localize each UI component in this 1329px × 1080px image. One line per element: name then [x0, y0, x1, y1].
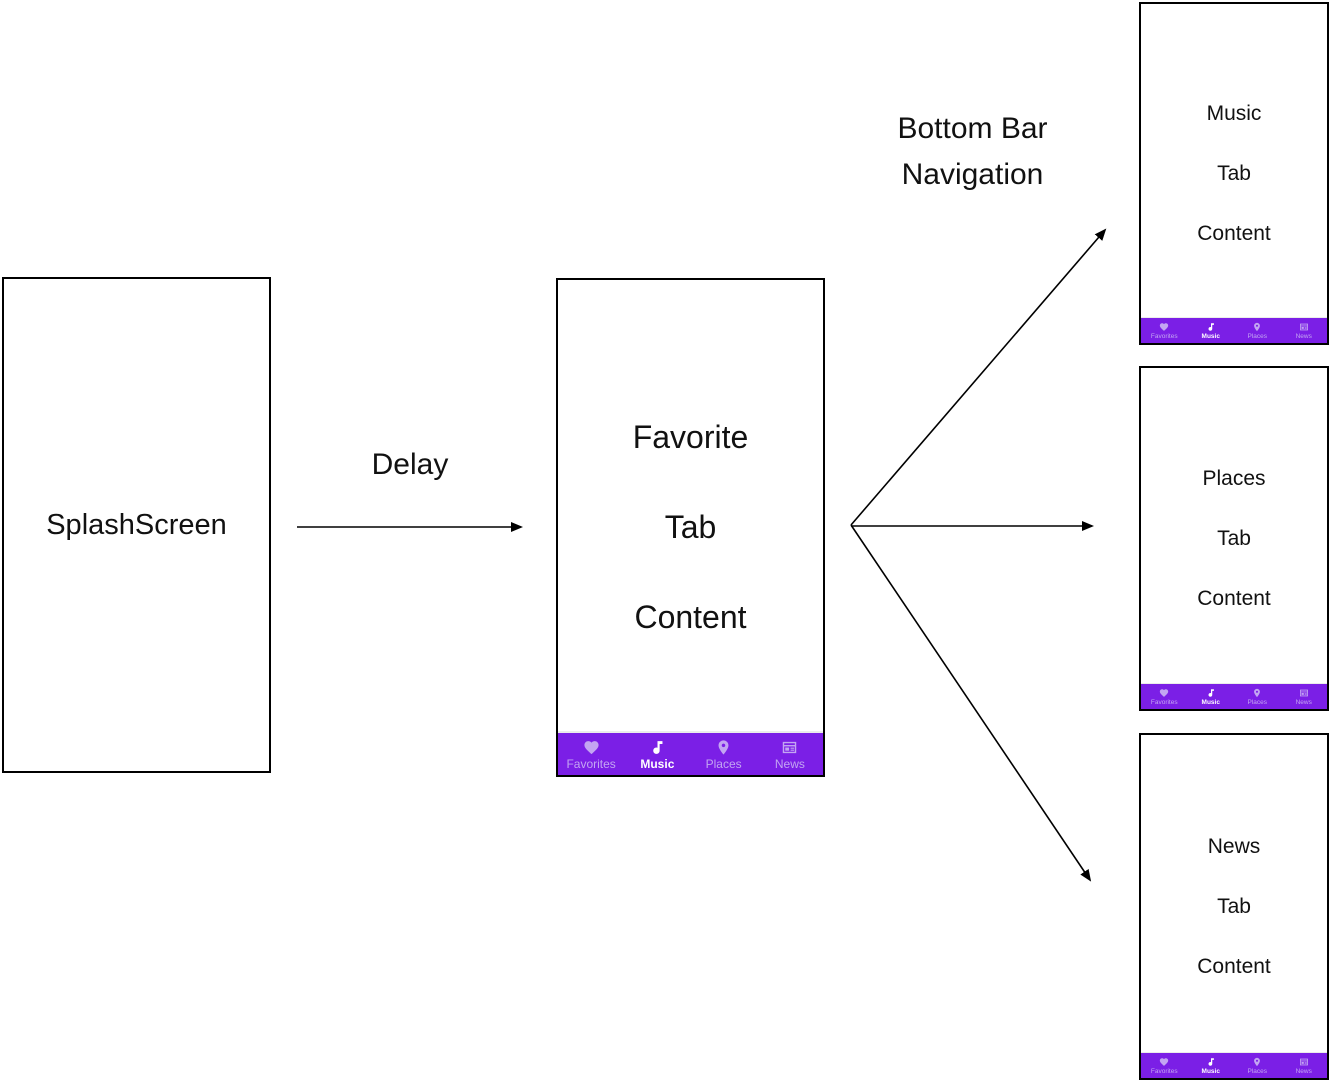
- news-screen-label: News Tab Content: [1197, 802, 1271, 1012]
- newspaper-icon: [1299, 1058, 1308, 1065]
- favorite-line-3: Content: [634, 599, 747, 635]
- tab-news[interactable]: News: [1281, 1053, 1328, 1078]
- bottom-bar-navigation-label-line1: Bottom Bar: [897, 112, 1048, 145]
- tab-label-favorites: Favorites: [566, 756, 616, 771]
- music-line-2: Tab: [1217, 161, 1251, 185]
- place-pin-icon: [718, 739, 729, 755]
- news-line-2: Tab: [1217, 894, 1251, 918]
- tab-label-music: Music: [1201, 1067, 1220, 1075]
- tab-label-favorites: Favorites: [1150, 698, 1178, 706]
- tab-music[interactable]: Music: [624, 733, 690, 775]
- bottom-tab-bar: Favorites Music Places News: [1141, 1053, 1327, 1078]
- bottom-bar-navigation-label: Bottom Bar Navigation: [860, 106, 1085, 198]
- tab-places[interactable]: Places: [1234, 1053, 1281, 1078]
- tab-news[interactable]: News: [1281, 684, 1328, 709]
- bottom-tab-bar: Favorites Music Places News: [1141, 684, 1327, 709]
- fan-arrow-music: [850, 228, 1107, 526]
- tab-label-news: News: [1295, 332, 1312, 340]
- tab-favorites[interactable]: Favorites: [1141, 1053, 1188, 1078]
- favorite-screen: Favorite Tab Content Favorites Music Pla…: [556, 278, 825, 777]
- favorite-line-2: Tab: [664, 509, 717, 545]
- tab-label-favorites: Favorites: [1150, 1067, 1178, 1075]
- music-screen: Music Tab Content Favorites Music Places…: [1139, 2, 1329, 345]
- favorite-line-1: Favorite: [632, 419, 749, 455]
- tab-label-favorites: Favorites: [1150, 332, 1178, 340]
- heart-icon: [1160, 1057, 1169, 1066]
- places-line-3: Content: [1197, 586, 1271, 610]
- news-line-1: News: [1207, 834, 1261, 858]
- heart-icon: [1160, 688, 1169, 697]
- tab-news[interactable]: News: [757, 733, 823, 775]
- place-pin-icon: [1254, 322, 1261, 331]
- heart-icon: [1160, 322, 1169, 331]
- tab-label-news: News: [1295, 1067, 1312, 1075]
- music-line-3: Content: [1197, 221, 1271, 245]
- music-note-icon: [653, 740, 663, 754]
- tab-places[interactable]: Places: [691, 733, 757, 775]
- newspaper-icon: [1299, 689, 1308, 696]
- places-screen-label: Places Tab Content: [1197, 434, 1271, 644]
- bottom-bar-navigation-label-line2: Navigation: [901, 158, 1044, 191]
- tab-places[interactable]: Places: [1234, 684, 1281, 709]
- tab-label-places: Places: [1247, 1067, 1267, 1075]
- tab-label-music: Music: [640, 756, 675, 771]
- news-line-3: Content: [1197, 954, 1271, 978]
- tab-places[interactable]: Places: [1234, 318, 1281, 343]
- places-line-2: Tab: [1217, 526, 1251, 550]
- fan-arrow-news: [850, 524, 1092, 882]
- place-pin-icon: [1254, 688, 1261, 697]
- tab-label-news: News: [774, 756, 805, 771]
- tab-label-places: Places: [705, 756, 742, 771]
- music-line-1: Music: [1206, 101, 1262, 125]
- splash-screen-box: SplashScreen: [2, 277, 271, 773]
- tab-music[interactable]: Music: [1188, 318, 1235, 343]
- tab-label-news: News: [1295, 698, 1312, 706]
- places-line-1: Places: [1202, 466, 1266, 490]
- music-note-icon: [1208, 688, 1214, 697]
- newspaper-icon: [1299, 323, 1308, 330]
- tab-label-music: Music: [1201, 698, 1220, 706]
- delay-label: Delay: [371, 448, 449, 481]
- tab-label-places: Places: [1247, 698, 1267, 706]
- news-screen: News Tab Content Favorites Music Places …: [1139, 733, 1329, 1080]
- tab-favorites[interactable]: Favorites: [1141, 684, 1188, 709]
- tab-favorites[interactable]: Favorites: [558, 733, 624, 775]
- heart-icon: [584, 740, 599, 754]
- tab-label-places: Places: [1247, 332, 1267, 340]
- place-pin-icon: [1254, 1057, 1261, 1066]
- bottom-tab-bar: Favorites Music Places News: [558, 733, 823, 775]
- music-note-icon: [1208, 1057, 1214, 1066]
- tab-music[interactable]: Music: [1188, 684, 1235, 709]
- tab-music[interactable]: Music: [1188, 1053, 1235, 1078]
- music-note-icon: [1208, 322, 1214, 331]
- favorite-screen-label: Favorite Tab Content: [633, 370, 749, 685]
- bottom-tab-bar: Favorites Music Places News: [1141, 318, 1327, 343]
- tab-news[interactable]: News: [1281, 318, 1328, 343]
- tab-favorites[interactable]: Favorites: [1141, 318, 1188, 343]
- places-screen: Places Tab Content Favorites Music Place…: [1139, 366, 1329, 711]
- splash-screen-label: SplashScreen: [46, 508, 227, 541]
- newspaper-icon: [783, 741, 797, 753]
- music-screen-label: Music Tab Content: [1197, 69, 1271, 279]
- tab-label-music: Music: [1201, 332, 1220, 340]
